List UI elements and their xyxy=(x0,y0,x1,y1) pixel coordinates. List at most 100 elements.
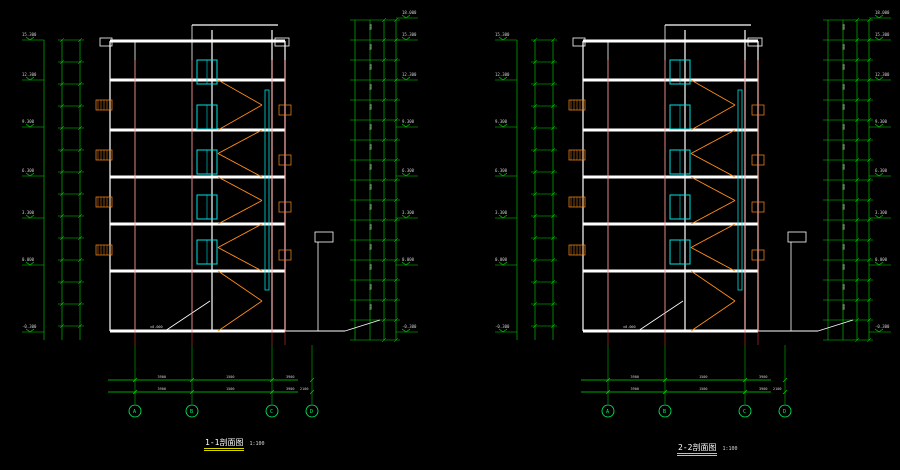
dim-slash xyxy=(866,297,872,303)
stair-flight xyxy=(690,200,736,225)
dim-slash xyxy=(782,377,788,383)
dim-slash xyxy=(381,57,387,63)
dim-slash xyxy=(550,37,556,43)
level-triangle xyxy=(498,36,508,41)
stair-flight xyxy=(217,176,263,201)
dim-slash xyxy=(309,377,315,383)
dim-slash xyxy=(866,257,872,263)
right-level-label: 3.300 xyxy=(402,210,415,215)
stair-flight xyxy=(690,270,736,302)
right-dim-text: 900 xyxy=(369,284,373,290)
dim-slash xyxy=(866,97,872,103)
floor-slab xyxy=(583,128,758,132)
right-level-label: 12.300 xyxy=(402,72,417,77)
axis-label: A xyxy=(606,409,609,415)
right-dim-text: 900 xyxy=(842,284,846,290)
right-level-label: 9.300 xyxy=(402,119,415,124)
right-dim-text: 900 xyxy=(369,164,373,170)
right-dim-text: 900 xyxy=(842,144,846,150)
stair-flight xyxy=(690,176,736,201)
right-dim-text: 900 xyxy=(369,304,373,310)
right-level-label: -0.300 xyxy=(875,324,890,329)
right-dim-text: 900 xyxy=(369,24,373,30)
dim-slash xyxy=(866,157,872,163)
dim-slash xyxy=(550,301,556,307)
floor-slab xyxy=(583,222,758,226)
axis-bubble xyxy=(601,404,615,418)
dim-slash xyxy=(854,37,860,43)
right-dim-text: 900 xyxy=(842,104,846,110)
right-dim-text: 900 xyxy=(842,164,846,170)
floor-slab xyxy=(583,269,758,273)
dim-slash xyxy=(59,191,65,197)
dim-slash xyxy=(854,137,860,143)
bottom-dim-text: 3900 xyxy=(158,375,166,379)
axis-bubble xyxy=(778,404,792,418)
dim-slash xyxy=(381,237,387,243)
dim-slash xyxy=(59,301,65,307)
dim-slash xyxy=(381,177,387,183)
stair-flight xyxy=(690,300,736,332)
right-dim-text: 900 xyxy=(842,304,846,310)
right-level-label: 0.000 xyxy=(402,257,415,262)
floor-slab xyxy=(110,39,285,43)
section-1-title-underline xyxy=(204,448,244,449)
entrance-canopy xyxy=(314,231,334,243)
dim-slash xyxy=(59,147,65,153)
section-2-title-underline xyxy=(677,453,717,454)
ground-slope xyxy=(344,319,381,332)
left-level-label: 12.300 xyxy=(22,72,37,77)
right-level-label: 15.300 xyxy=(875,32,890,37)
dim-slash xyxy=(550,169,556,175)
dim-slash xyxy=(393,97,399,103)
core-glazing xyxy=(264,89,270,291)
level-triangle xyxy=(498,123,508,128)
stair-flight xyxy=(690,104,736,131)
dim-slash xyxy=(854,277,860,283)
section-1-group: 15.30012.3009.3006.3003.3000.000-0.30018… xyxy=(22,10,418,418)
dim-slash xyxy=(393,137,399,143)
axis-bubble xyxy=(738,404,752,418)
dim-slash xyxy=(393,157,399,163)
right-dim-text: 900 xyxy=(842,184,846,190)
axis-bubble xyxy=(128,404,142,418)
dim-slash xyxy=(782,389,788,395)
right-level-label: 15.300 xyxy=(402,32,417,37)
dim-slash xyxy=(393,37,399,43)
dim-slash xyxy=(381,117,387,123)
level-triangle xyxy=(401,172,411,177)
dim-slash xyxy=(854,97,860,103)
dim-slash xyxy=(59,59,65,65)
right-dim-text: 900 xyxy=(369,264,373,270)
right-dim-text: 900 xyxy=(369,144,373,150)
right-dim-text: 900 xyxy=(842,264,846,270)
right-dim-text: 900 xyxy=(842,124,846,130)
bottom-dim-text: 3900 xyxy=(759,387,767,391)
dim-slash xyxy=(59,235,65,241)
dim-slash xyxy=(381,317,387,323)
right-dim-text: 900 xyxy=(369,184,373,190)
bottom-dim-text: 3900 xyxy=(631,387,639,391)
level-triangle xyxy=(25,261,35,266)
dim-slash xyxy=(77,81,83,87)
dim-slash xyxy=(381,197,387,203)
bottom-dim-text: 3900 xyxy=(631,375,639,379)
level-triangle xyxy=(498,328,508,333)
dim-slash xyxy=(854,177,860,183)
dim-slash xyxy=(605,377,611,383)
dim-slash xyxy=(59,37,65,43)
stair-flight xyxy=(217,129,263,154)
dim-slash xyxy=(854,197,860,203)
right-dim-text: 900 xyxy=(369,104,373,110)
left-level-label: 0.000 xyxy=(22,257,35,262)
dim-slash xyxy=(381,217,387,223)
right-level-label: 3.300 xyxy=(875,210,888,215)
dim-slash xyxy=(59,81,65,87)
bottom-dim-text: 1500 xyxy=(699,387,707,391)
dim-slash xyxy=(381,297,387,303)
dim-slash xyxy=(866,217,872,223)
dim-slash xyxy=(550,147,556,153)
dim-slash xyxy=(854,297,860,303)
dim-slash xyxy=(550,279,556,285)
